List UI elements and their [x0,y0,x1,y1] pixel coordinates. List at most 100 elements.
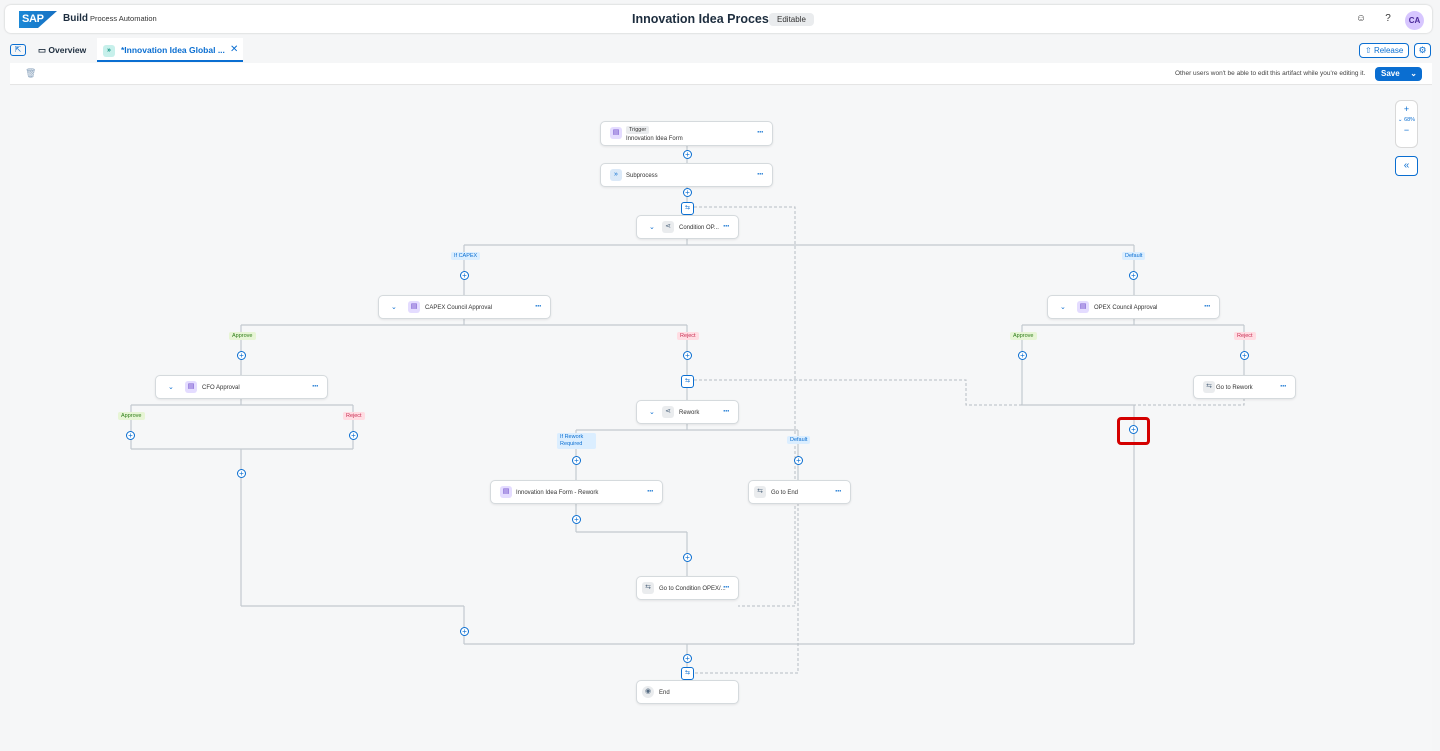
node-label: End [659,690,670,696]
form-icon: ▤ [185,381,197,393]
tab-process-label: *Innovation Idea Global ... [121,45,225,55]
branch-label: Reject [1234,332,1256,340]
chevron-down-icon[interactable]: ⌄ [168,384,174,391]
rework-condition-node[interactable]: ⌄ ⋖ Rework ··· [636,400,739,424]
form-icon: ▤ [1077,301,1089,313]
zoom-in-icon[interactable]: + [1403,104,1410,114]
node-label: Subprocess [626,173,658,179]
goto-rework-node[interactable]: ⇆ Go to Rework ··· [1193,375,1296,399]
page-title: Innovation Idea Process [632,12,776,26]
add-step-button[interactable]: + [237,469,246,478]
branch-label: Approve [1010,332,1037,340]
close-icon[interactable]: ✕ [230,44,239,55]
opex-approval-node[interactable]: ⌄ ▤ OPEX Council Approval ··· [1047,295,1220,319]
chevron-down-icon[interactable]: ⌄ [649,224,655,231]
trigger-node[interactable]: ▤ Trigger Innovation Idea Form ··· [600,121,773,146]
branch-label: If Rework Required [557,433,596,449]
form-icon: ▤ [610,127,622,139]
avatar[interactable]: CA [1405,11,1424,30]
settings-icon[interactable]: ⚙ [1414,43,1431,58]
more-icon[interactable]: ··· [535,301,542,311]
subprocess-icon: » [610,169,622,181]
add-step-button[interactable]: + [237,351,246,360]
more-icon[interactable]: ··· [757,127,764,137]
more-icon[interactable]: ··· [757,169,764,179]
gateway-icon[interactable]: ⇆ [681,667,694,680]
upload-icon: ⇧ [1365,46,1374,55]
chevron-down-icon[interactable]: ⌄ [649,409,655,416]
add-step-button[interactable]: + [349,431,358,440]
add-step-button[interactable]: + [460,627,469,636]
tab-overview[interactable]: ▭ Overview [38,38,86,62]
goto-condition-node[interactable]: ⇆ Go to Condition OPEX/... ··· [636,576,739,600]
branch-label: If CAPEX [451,252,481,260]
delete-icon[interactable]: 🗑 [25,68,37,78]
save-button[interactable]: Save⌄ [1375,67,1422,81]
form-rework-node[interactable]: ▤ Innovation Idea Form - Rework ··· [490,480,663,504]
branch-label: Approve [229,332,256,340]
add-step-button[interactable]: + [683,351,692,360]
add-step-button[interactable]: + [683,553,692,562]
add-step-button[interactable]: + [794,456,803,465]
end-icon: ◉ [642,686,654,698]
subproduct-name: Process Automation [90,14,157,23]
branch-label: Reject [677,332,699,340]
add-step-button[interactable]: + [126,431,135,440]
add-step-button[interactable]: + [1240,351,1249,360]
add-step-button[interactable]: + [1018,351,1027,360]
gateway-icon[interactable]: ⇆ [681,202,694,215]
add-step-button[interactable]: + [1129,425,1138,434]
more-icon[interactable]: ··· [312,381,319,391]
node-label: Condition OP... [679,225,719,231]
node-label: Go to Condition OPEX/... [659,586,726,592]
add-step-button[interactable]: + [572,456,581,465]
lock-notice: Other users won't be able to edit this a… [1175,70,1366,77]
zoom-level-label: 68% [1404,117,1416,123]
shell-bar: SAP Build Process Automation Innovation … [5,5,1432,33]
add-step-button[interactable]: + [1129,271,1138,280]
more-icon[interactable]: ··· [723,582,730,592]
lobby-icon[interactable]: ⇱ [10,44,26,56]
product-name: Build [63,13,88,24]
zoom-out-icon[interactable]: − [1403,125,1410,135]
gateway-icon[interactable]: ⇆ [681,375,694,388]
add-step-button[interactable]: + [460,271,469,280]
add-step-button[interactable]: + [683,188,692,197]
chevron-down-icon[interactable]: ⌄ [1410,69,1417,78]
condition-node[interactable]: ⌄ ⋖ Condition OP... ··· [636,215,739,239]
more-icon[interactable]: ··· [723,221,730,231]
node-label: Innovation Idea Form [626,136,683,142]
more-icon[interactable]: ··· [835,486,842,496]
more-icon[interactable]: ··· [723,406,730,416]
tab-process[interactable]: »*Innovation Idea Global ... [97,38,243,62]
tab-overview-label: Overview [48,45,87,55]
add-step-button[interactable]: + [683,150,692,159]
zoom-level[interactable]: ⌄ 68% [1396,117,1417,123]
help-icon[interactable]: ? [1385,13,1391,24]
end-node[interactable]: ◉ End [636,680,739,704]
cfo-approval-node[interactable]: ⌄ ▤ CFO Approval ··· [155,375,328,399]
chevron-down-icon[interactable]: ⌄ [1060,304,1066,311]
more-icon[interactable]: ··· [1280,381,1287,391]
subprocess-node[interactable]: » Subprocess ··· [600,163,773,187]
more-icon[interactable]: ··· [1204,301,1211,311]
branch-icon: ⋖ [662,221,674,233]
release-button[interactable]: ⇧ Release [1359,43,1410,58]
goto-end-node[interactable]: ⇆ Go to End ··· [748,480,851,504]
form-icon: ▤ [408,301,420,313]
chevron-down-icon: ⌄ [1397,117,1405,123]
node-label: Go to End [771,490,799,496]
more-icon[interactable]: ··· [647,486,654,496]
status-badge: Editable [769,13,814,26]
capex-approval-node[interactable]: ⌄ ▤ CAPEX Council Approval ··· [378,295,551,319]
joule-icon[interactable]: ☺ [1355,13,1367,24]
collapse-panel-icon[interactable]: « [1395,156,1418,176]
goto-icon: ⇆ [754,486,766,498]
add-step-button[interactable]: + [683,654,692,663]
branch-label: Reject [343,412,365,420]
add-step-button[interactable]: + [572,515,581,524]
goto-icon: ⇆ [642,582,654,594]
branch-icon: ⋖ [662,406,674,418]
highlight-box [1117,417,1150,445]
chevron-down-icon[interactable]: ⌄ [391,304,397,311]
